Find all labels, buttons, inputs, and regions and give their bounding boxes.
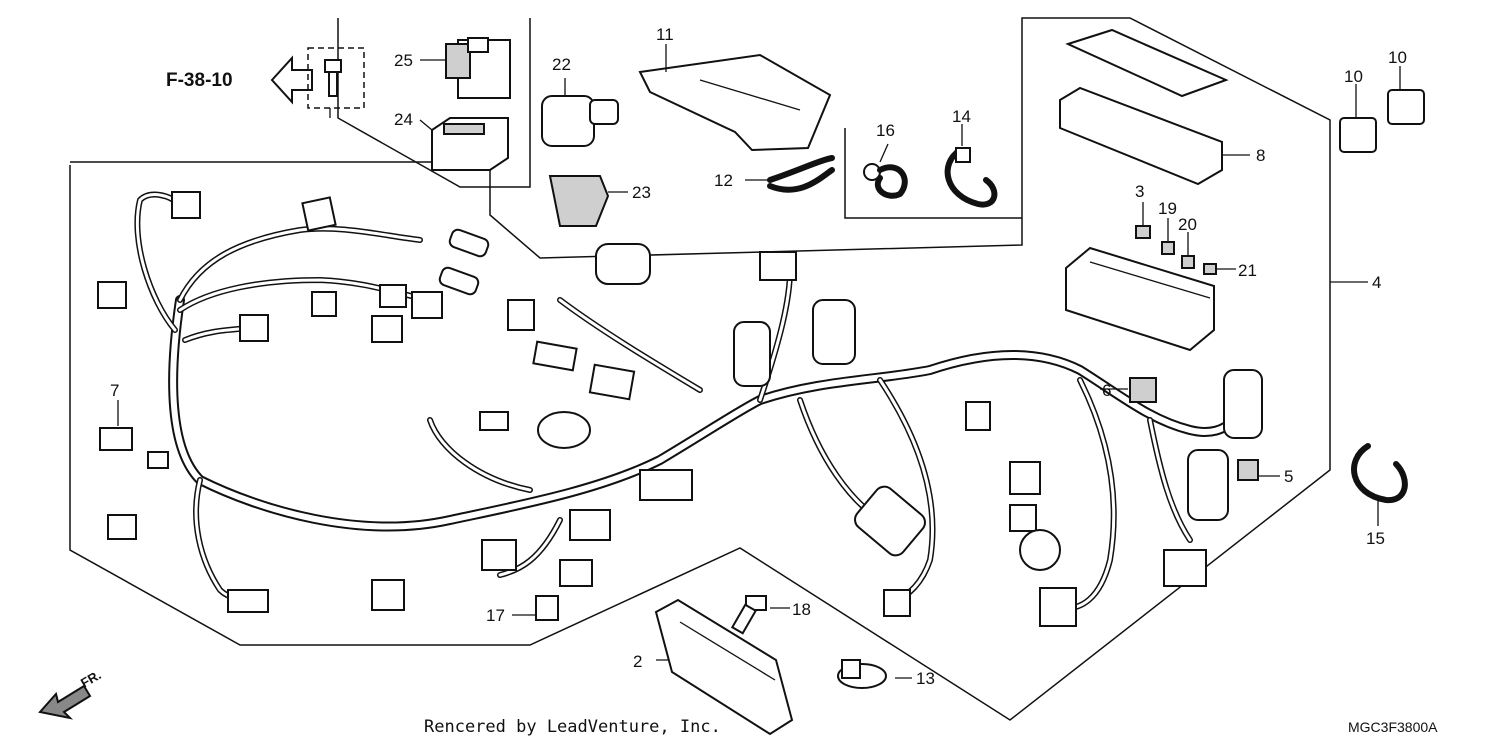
callout-4: 4 (1372, 273, 1381, 292)
reference-label: F-38-10 (166, 70, 233, 91)
relay-part-24 (419, 117, 509, 171)
fuse-cover-8 (1059, 28, 1250, 186)
callout-18: 18 (792, 600, 811, 619)
fuse-21 (1203, 263, 1236, 275)
harness-connectors (97, 191, 1263, 627)
callout-17: 17 (486, 606, 505, 625)
callout-21: 21 (1238, 261, 1257, 280)
callout-24: 24 (394, 110, 413, 129)
callout-12: 12 (714, 171, 733, 190)
fuse-box-4 (1065, 246, 1368, 352)
control-unit-2 (654, 598, 794, 736)
band-part-12 (745, 155, 835, 193)
clamp-13 (837, 659, 887, 689)
reference-arrow[interactable]: F-38-10 (166, 55, 313, 105)
clip-part-16 (863, 143, 908, 199)
relay-part-25 (420, 37, 511, 99)
diagram-code: MGC3F3800A (1348, 719, 1438, 735)
callout-13: 13 (916, 669, 935, 688)
callout-15: 15 (1366, 529, 1385, 548)
bolt-detail (307, 47, 365, 118)
clip-part-15 (1351, 443, 1408, 526)
relay-part-23 (548, 175, 628, 227)
callout-11: 11 (656, 25, 674, 44)
callout-6: 6 (1102, 381, 1111, 400)
relay-10-right (1387, 66, 1425, 125)
relay-10-left (1339, 84, 1377, 153)
callout-10-left: 10 (1344, 67, 1363, 86)
bolt-18 (730, 595, 767, 635)
callout-20: 20 (1178, 215, 1197, 234)
callout-14: 14 (952, 107, 971, 126)
leaders (117, 388, 1280, 679)
clip-inset-frame (844, 128, 1022, 219)
callout-25: 25 (394, 51, 413, 70)
cover-part-11 (638, 44, 832, 152)
callout-5: 5 (1284, 467, 1293, 486)
callout-16: 16 (876, 121, 895, 140)
fuse-19 (1161, 218, 1175, 255)
clip-part-14 (944, 124, 998, 208)
callout-22: 22 (552, 55, 571, 74)
callout-3: 3 (1135, 182, 1144, 201)
fuse-20 (1181, 232, 1195, 269)
fuse-3 (1135, 202, 1151, 239)
relay-part-22 (541, 78, 619, 147)
main-harness-frame (69, 17, 1331, 721)
callout-8: 8 (1256, 146, 1265, 165)
callout-19: 19 (1158, 199, 1177, 218)
callout-10-right: 10 (1388, 48, 1407, 67)
credit-text: Rencered by LeadVenture, Inc. (424, 717, 721, 737)
callout-23: 23 (632, 183, 651, 202)
callout-7: 7 (110, 381, 119, 400)
front-direction-arrow: FR. (38, 667, 104, 720)
callout-2: 2 (633, 652, 642, 671)
wire-harness (134, 191, 1243, 612)
callout-numbers: 2 3 4 5 6 7 8 10 10 11 12 13 14 15 16 17… (110, 25, 1407, 688)
